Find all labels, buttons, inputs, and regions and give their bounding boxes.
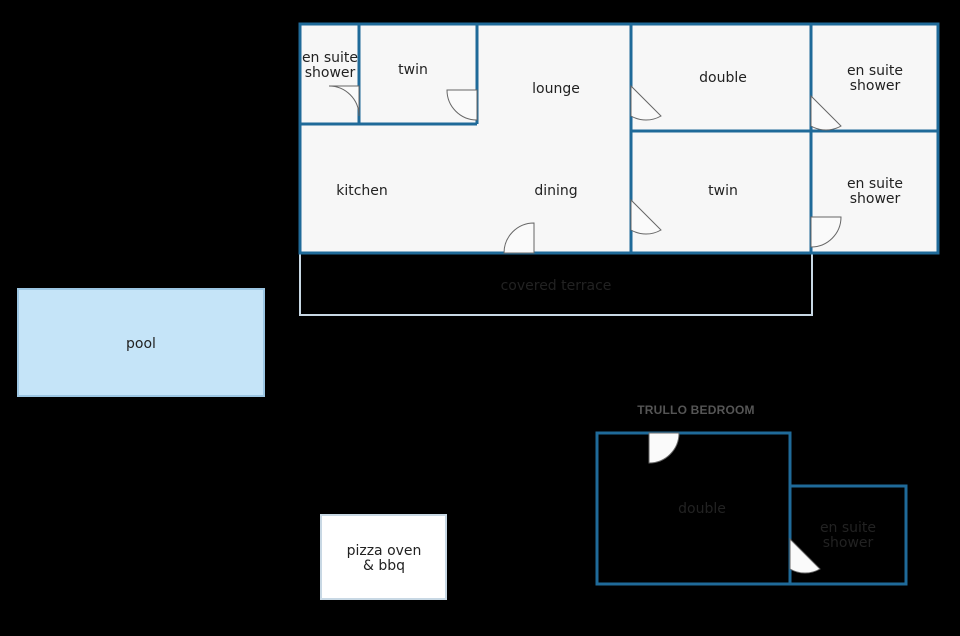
label-lounge: lounge xyxy=(532,81,580,97)
label-kitchen: kitchen xyxy=(336,183,388,199)
label-twin-2: twin xyxy=(708,183,738,199)
label-bbq: & bbq xyxy=(363,558,405,574)
main-house: en suite shower twin lounge double en su… xyxy=(298,22,940,316)
label-en-suite-4a: en suite xyxy=(820,520,876,536)
label-en-suite-2a: en suite xyxy=(847,63,903,79)
main-house-floor xyxy=(300,24,938,253)
label-pool: pool xyxy=(126,336,156,352)
label-trullo-double: double xyxy=(678,501,726,517)
label-pizza-oven: pizza oven xyxy=(347,543,422,559)
label-en-suite-1b: shower xyxy=(305,65,356,81)
trullo-shower-room xyxy=(788,484,908,586)
door-trullo-entrance xyxy=(648,432,680,464)
trullo-bedroom: TRULLO BEDROOM double en suite shower xyxy=(595,403,908,586)
door-double-1 xyxy=(630,84,662,121)
door-twin-1 xyxy=(446,89,478,121)
label-dining: dining xyxy=(534,183,577,199)
trullo-title: TRULLO BEDROOM xyxy=(637,403,754,417)
door-shower-2 xyxy=(810,94,842,131)
pizza-oven-bbq: pizza oven & bbq xyxy=(320,514,447,600)
label-en-suite-2b: shower xyxy=(850,78,901,94)
door-shower-3 xyxy=(810,216,842,248)
door-main-entrance xyxy=(503,222,535,254)
label-covered-terrace: covered terrace xyxy=(501,278,612,294)
label-en-suite-3a: en suite xyxy=(847,176,903,192)
pool: pool xyxy=(17,288,265,397)
label-en-suite-3b: shower xyxy=(850,191,901,207)
label-en-suite-4b: shower xyxy=(823,535,874,551)
door-shower-1 xyxy=(328,85,360,117)
door-twin-2 xyxy=(630,198,662,235)
door-trullo-shower xyxy=(789,537,821,574)
pool-area xyxy=(17,288,265,397)
label-double-1: double xyxy=(699,70,747,86)
label-twin-1: twin xyxy=(398,62,428,78)
pizza-oven-area xyxy=(320,514,447,600)
main-house-outer-wall xyxy=(298,22,940,255)
label-en-suite-1a: en suite xyxy=(302,50,358,66)
